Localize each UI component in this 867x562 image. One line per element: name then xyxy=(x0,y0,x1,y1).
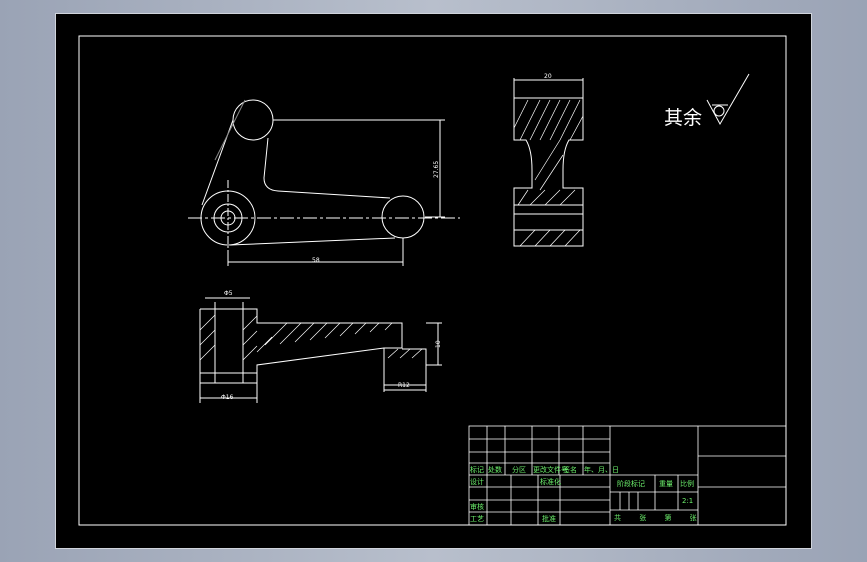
front-view xyxy=(188,99,460,266)
side-hatch xyxy=(513,99,584,247)
dim-top-hole: Φ5 xyxy=(224,290,233,297)
tb-label-signature: 签名 xyxy=(563,465,577,474)
tb-label-mark: 标记 xyxy=(470,465,484,474)
top-view xyxy=(199,297,442,403)
tb-scale-label: 比例 xyxy=(680,479,694,488)
tb-process: 工艺 xyxy=(470,515,484,523)
tb-sheets: 共 张 第 张 xyxy=(614,513,705,522)
arm-right-edge xyxy=(263,137,391,199)
tb-label-change-doc: 更改文件号 xyxy=(533,465,568,474)
end-boss-circle xyxy=(381,195,425,239)
title-block xyxy=(468,425,787,526)
roughness-symbol-icon xyxy=(706,73,750,126)
tb-design: 设计 xyxy=(470,477,484,486)
tb-scale-value: 2:1 xyxy=(682,497,693,505)
tb-label-zone: 分区 xyxy=(512,465,526,474)
tb-approve: 批准 xyxy=(542,514,556,523)
dim-side-width: 20 xyxy=(544,73,552,80)
dim-top-base: Φ16 xyxy=(221,394,234,401)
tb-weight: 重量 xyxy=(659,480,673,488)
drawing-viewport[interactable] xyxy=(55,13,812,549)
side-view xyxy=(513,78,584,247)
dim-top-end: R12 xyxy=(398,382,410,389)
arm-bottom-edge xyxy=(229,237,396,246)
dim-front-length: 58 xyxy=(312,257,320,264)
tb-standardization: 标准化 xyxy=(540,477,561,486)
top-boss-circle xyxy=(232,99,274,141)
tb-label-date: 年、月、日 xyxy=(584,465,619,474)
tb-check: 审核 xyxy=(470,502,484,511)
drawing-border xyxy=(78,35,787,526)
dim-front-height: 27.65 xyxy=(433,161,440,178)
roughness-note: 其余 xyxy=(664,107,702,129)
tb-label-count: 处数 xyxy=(488,465,502,474)
top-hatch xyxy=(199,314,423,361)
dim-top-height: 10 xyxy=(435,340,442,348)
tb-stage-mark: 阶段标记 xyxy=(617,479,645,488)
